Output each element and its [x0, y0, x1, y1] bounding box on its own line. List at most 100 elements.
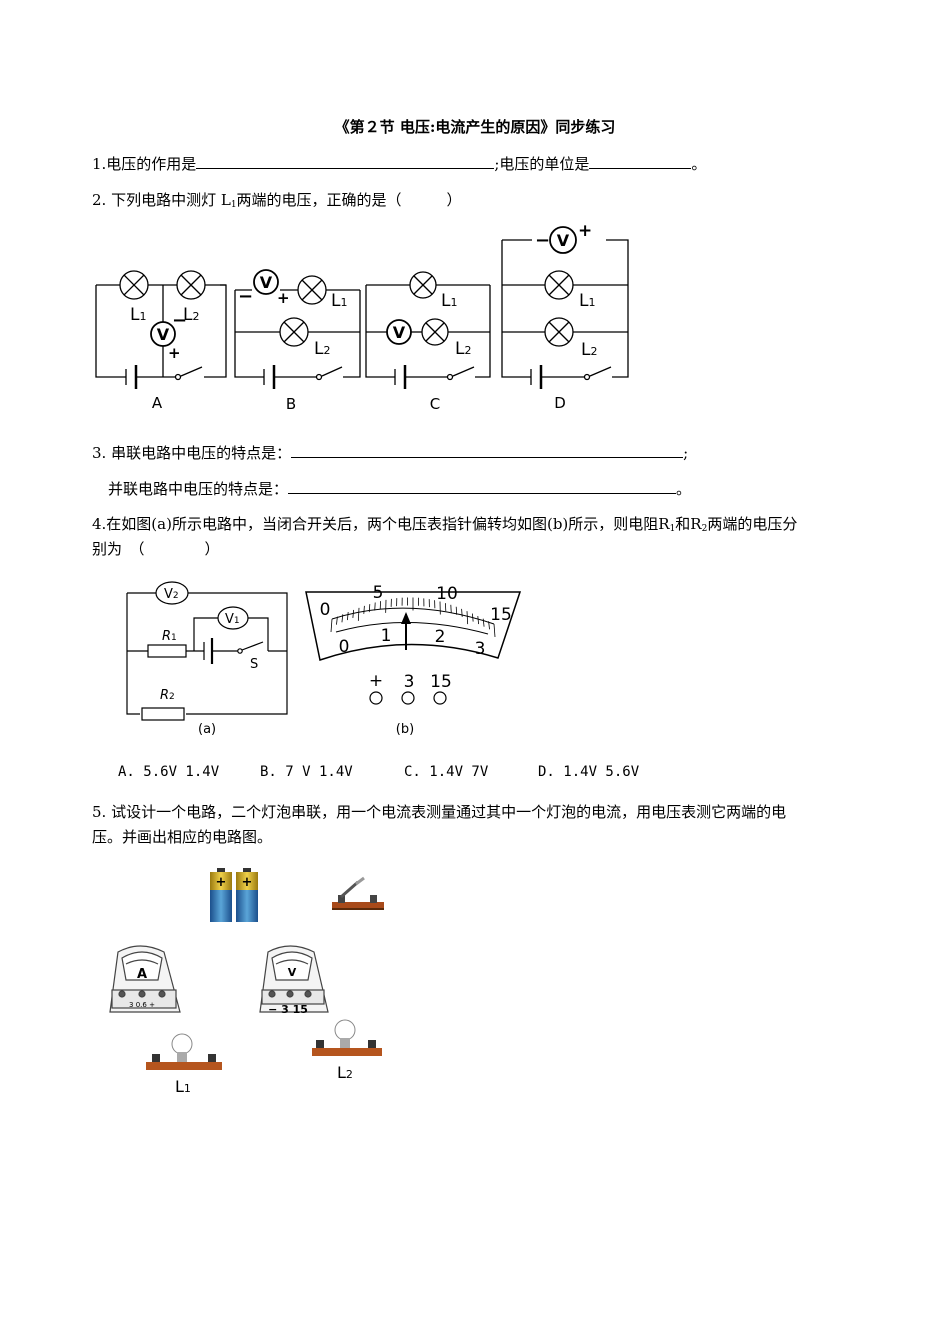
lamp-label-a-l1: L1	[130, 305, 146, 325]
circuit-label-c: C	[430, 395, 440, 413]
circuit-label-d: D	[554, 394, 566, 412]
q2-sub: 1	[230, 200, 237, 210]
q1-end: 。	[691, 155, 707, 173]
meter-top-10: 10	[436, 584, 458, 604]
fig-a-circuit: V2 V1 R1 R2 S (a)	[126, 581, 288, 737]
meter-tick	[482, 618, 485, 627]
switch-label: S	[250, 657, 258, 672]
question-4-line-2: 别为 （ ）	[92, 540, 220, 558]
question-5-line-2: 压。并画出相应的电路图。	[92, 828, 273, 846]
ammeter-label: A	[137, 967, 147, 982]
bulb-icon	[146, 1033, 222, 1070]
q4-text-mid: 和R	[675, 515, 702, 533]
q5-components: + + A 3 0.6 + V − 3 15 L1	[109, 868, 384, 1096]
meter-bottom-2: 2	[435, 627, 446, 647]
page-title: 《第２节 电压:电流产生的原因》同步练习	[334, 118, 616, 136]
option-d[interactable]: D. 1.4V 5.6V	[538, 764, 640, 780]
terminal-3: 3	[404, 672, 415, 692]
voltmeter-device-label: V	[288, 966, 297, 979]
l1-label: L1	[175, 1077, 191, 1096]
meter-tick	[336, 616, 338, 625]
voltmeter-icon	[150, 226, 577, 347]
option-a[interactable]: A. 5.6V 1.4V	[118, 764, 220, 780]
plus-b: +	[277, 289, 290, 307]
question-2: 2. 下列电路中测灯 L1两端的电压，正确的是（ ）	[92, 189, 462, 210]
option-b[interactable]: B. 7 V 1.4V	[260, 764, 353, 780]
terminal-plus-icon	[369, 691, 383, 705]
meter-tick	[477, 616, 479, 625]
minus-a: −	[172, 310, 187, 331]
lamp-label-a-l2: L2	[183, 305, 199, 325]
lamp-label-d-l2: L2	[581, 340, 597, 360]
circuit-label-a: A	[152, 394, 163, 412]
q4-r2-sub: 2	[701, 524, 708, 534]
fig-b-caption: (b)	[396, 722, 414, 737]
q1-blank-2[interactable]	[589, 152, 692, 169]
voltmeter-label-d: V	[557, 231, 570, 250]
q4-text-end: 两端的电压分	[707, 515, 798, 533]
terminal-15-icon	[433, 691, 447, 705]
switch-icon	[332, 876, 384, 910]
battery-icon: + +	[210, 868, 258, 922]
q2-text-end: 两端的电压，正确的是（ ）	[236, 191, 462, 209]
lamp-label-c-l2: L2	[455, 339, 471, 359]
terminal-3-icon	[401, 691, 415, 705]
meter-tick	[493, 623, 496, 638]
terminal-15: 15	[430, 672, 452, 692]
meter-tick	[461, 608, 463, 617]
meter-top-5: 5	[373, 583, 384, 603]
meter-bottom-0: 0	[339, 637, 350, 657]
q4-r1-sub: 1	[669, 524, 676, 534]
bulb-icon	[312, 1019, 382, 1056]
lamp-icon	[119, 270, 574, 347]
meter-top-15: 15	[490, 605, 512, 625]
q4-options: A. 5.6V 1.4V B. 7 V 1.4V C. 1.4V 7V D. 1.4V…	[118, 764, 639, 780]
meter-tick	[357, 607, 360, 621]
v2-label: V2	[164, 587, 179, 602]
q3-end-1: ;	[683, 444, 689, 462]
lamp-label-b-l1: L1	[331, 291, 347, 311]
q1-blank-1[interactable]	[196, 152, 495, 169]
meter-bottom-3: 3	[475, 639, 486, 659]
question-1: 1.电压的作用是 ;电压的单位是 。	[92, 152, 706, 174]
lamp-label-c-l1: L1	[441, 291, 457, 311]
voltmeter-label-c: V	[393, 323, 406, 342]
ammeter-icon	[109, 945, 181, 1013]
fig-b-meter: 0 5 10 15 0 1 2 3 + 3 15 (b)	[305, 583, 522, 737]
r2-label: R2	[160, 688, 175, 703]
svg-text:+: +	[216, 875, 227, 890]
minus-d: −	[535, 230, 550, 251]
q3-end-2: 。	[676, 480, 692, 498]
q1-text: 1.电压的作用是	[92, 155, 197, 173]
meter-tick	[347, 612, 349, 621]
meter-tick	[466, 611, 469, 625]
voltmeter-device-icon	[259, 945, 329, 1013]
meter-top-0: 0	[320, 600, 331, 620]
meter-tick	[352, 609, 354, 618]
meter-bottom-1: 1	[381, 626, 392, 646]
l2-label: L2	[337, 1063, 353, 1082]
q3-blank-1[interactable]	[291, 441, 684, 458]
q3-blank-2[interactable]	[288, 477, 677, 494]
lamp-label-d-l1: L1	[579, 291, 595, 311]
meter-tick	[330, 618, 333, 633]
minus-b: −	[238, 286, 253, 307]
r1-label: R1	[162, 629, 177, 644]
meter-tick	[363, 605, 365, 614]
lamp-label-b-l2: L2	[314, 339, 330, 359]
question-5-line-1: 5. 试设计一个电路，二个灯泡串联，用一个电流表测量通过其中一个灯泡的电流，用电…	[92, 803, 787, 821]
q4-text-1: 4.在如图(a)所示电路中，当闭合开关后，两个电压表指针偏转均如图(b)所示，则…	[92, 515, 670, 533]
option-c[interactable]: C. 1.4V 7V	[404, 764, 489, 780]
voltmeter-label-b: V	[260, 273, 273, 292]
v1-label: V1	[225, 612, 240, 627]
q2-circuits-figure: V V V V − + − + − + L1 L2 L1 L2 L1 L2 L1…	[95, 222, 629, 413]
question-3-line-1: 3. 串联电路中电压的特点是：;	[92, 441, 688, 463]
question-4-line-1: 4.在如图(a)所示电路中，当闭合开关后，两个电压表指针偏转均如图(b)所示，则…	[92, 513, 797, 534]
q1-mid-text: ;电压的单位是	[494, 155, 590, 173]
terminal-plus: +	[369, 671, 383, 691]
q2-text: 2. 下列电路中测灯 L	[92, 191, 231, 209]
q3-text-2: 并联电路中电压的特点是：	[108, 480, 289, 498]
svg-text:+: +	[242, 875, 253, 890]
question-3-line-2: 并联电路中电压的特点是： 。	[108, 477, 691, 499]
fig-a-caption: (a)	[198, 722, 216, 737]
